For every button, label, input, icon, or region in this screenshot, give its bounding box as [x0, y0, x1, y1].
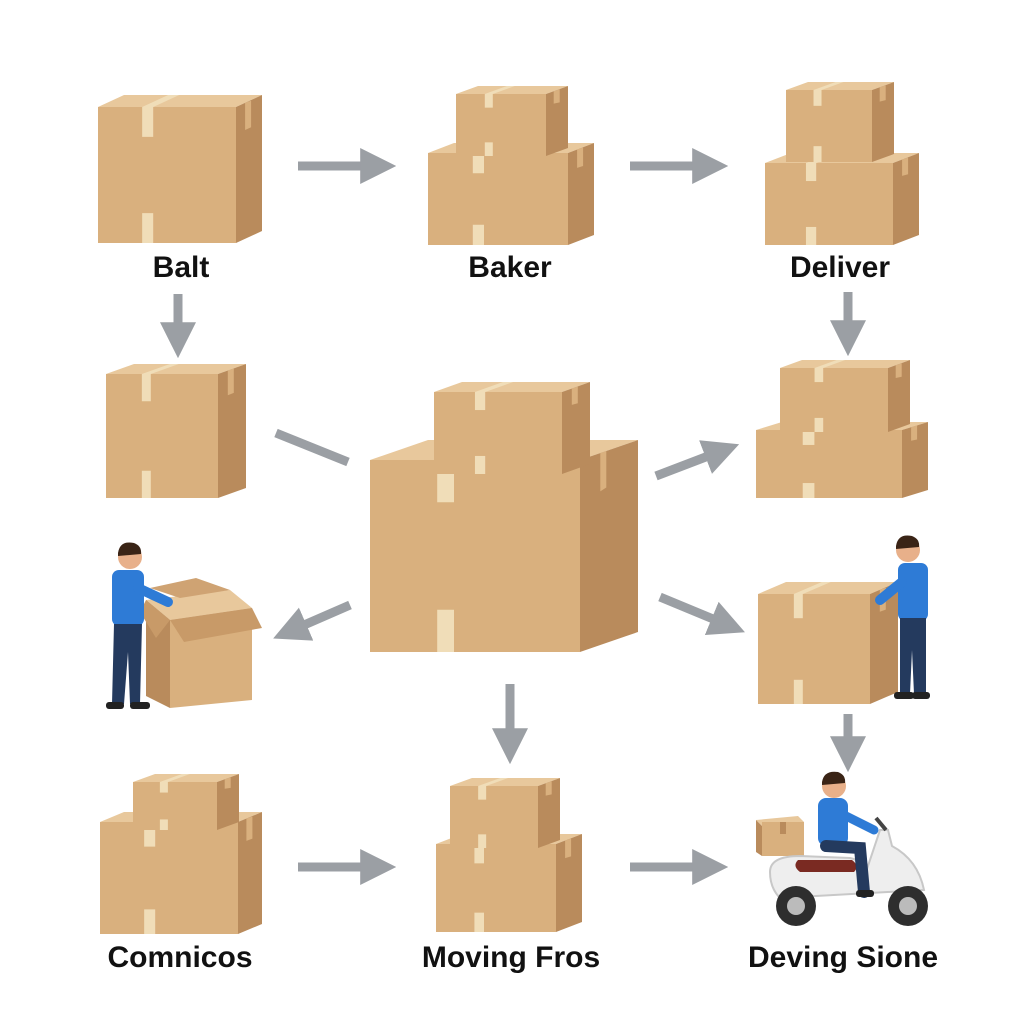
- arrow-icon: [274, 428, 350, 467]
- box-stack-icon: [100, 774, 262, 934]
- arrow-icon: [658, 592, 745, 636]
- box-icon: [434, 382, 590, 474]
- box-icon: [436, 834, 582, 932]
- box-stack-icon: [428, 86, 594, 245]
- label-moving-fros: Moving Fros: [421, 941, 601, 974]
- box-icon: [456, 86, 568, 156]
- box-icon: [100, 812, 262, 934]
- box-stack-icon: [436, 778, 582, 932]
- label-deliver: Deliver: [789, 251, 891, 284]
- box-icon: [428, 143, 594, 245]
- box-stack-icon: [765, 82, 919, 245]
- label-baker: Baker: [468, 251, 552, 284]
- box-icon: [765, 153, 919, 245]
- worker-icon: [106, 542, 262, 709]
- label-comnicos: Comnicos: [107, 941, 253, 974]
- box-stack-icon: [370, 382, 638, 652]
- worker-icon: [875, 535, 930, 699]
- arrow-icon: [654, 440, 740, 481]
- box-icon: [133, 774, 239, 830]
- scooter-rider-icon: [756, 771, 928, 926]
- box-icon: [106, 364, 246, 498]
- box-icon: [758, 582, 898, 704]
- label-balt: Balt: [152, 251, 210, 284]
- box-icon: [450, 778, 560, 848]
- box-icon: [780, 360, 910, 432]
- arrow-icon: [273, 600, 352, 641]
- box-icon: [98, 95, 262, 243]
- box-icon: [756, 422, 928, 498]
- label-deving-sione: Deving Sione: [747, 941, 939, 974]
- box-stack-icon: [756, 360, 928, 498]
- box-icon: [786, 82, 894, 162]
